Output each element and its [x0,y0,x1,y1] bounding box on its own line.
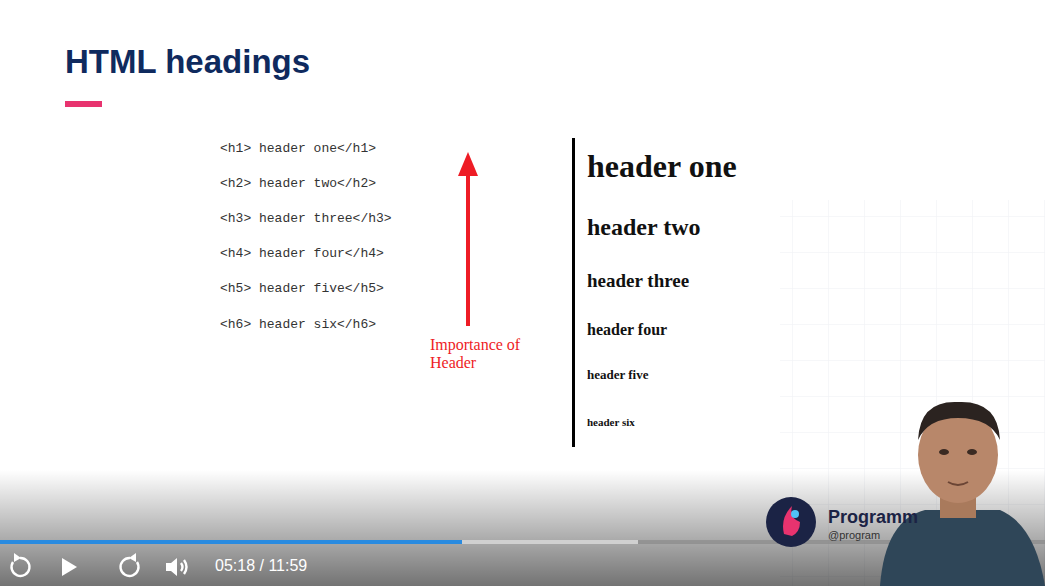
arrow-head [458,152,478,176]
rendered-heading: header four [587,321,667,339]
progress-track [0,540,1045,544]
channel-name: Programm [828,507,918,528]
volume-icon [166,558,177,576]
divider-line [572,138,575,447]
rendered-heading: header three [587,270,689,292]
rendered-heading: header six [587,416,635,429]
arrow-label: Importance of Header [430,336,540,373]
presenter [880,402,1045,586]
code-line: <h3> header three</h3> [220,212,392,227]
buffered-bar [0,540,638,544]
player-shade [0,470,1045,586]
time-display: 05:18 / 11:59 [215,557,307,575]
code-line: <h6> header six</h6> [220,318,376,333]
rendered-heading: header one [587,148,737,185]
rendered-heading: header two [587,214,701,242]
importance-arrow [466,172,470,326]
progress-bar [0,540,462,544]
accent-bar [65,101,102,107]
channel-logo [766,497,816,547]
play-icon [62,558,77,576]
slide-title: HTML headings [65,43,310,81]
code-line: <h2> header two</h2> [220,177,376,192]
code-line: <h4> header four</h4> [220,247,384,262]
code-line: <h1> header one</h1> [220,142,376,157]
rendered-heading: header five [587,368,649,383]
channel-handle: @program [828,529,880,542]
code-line: <h5> header five</h5> [220,282,384,297]
